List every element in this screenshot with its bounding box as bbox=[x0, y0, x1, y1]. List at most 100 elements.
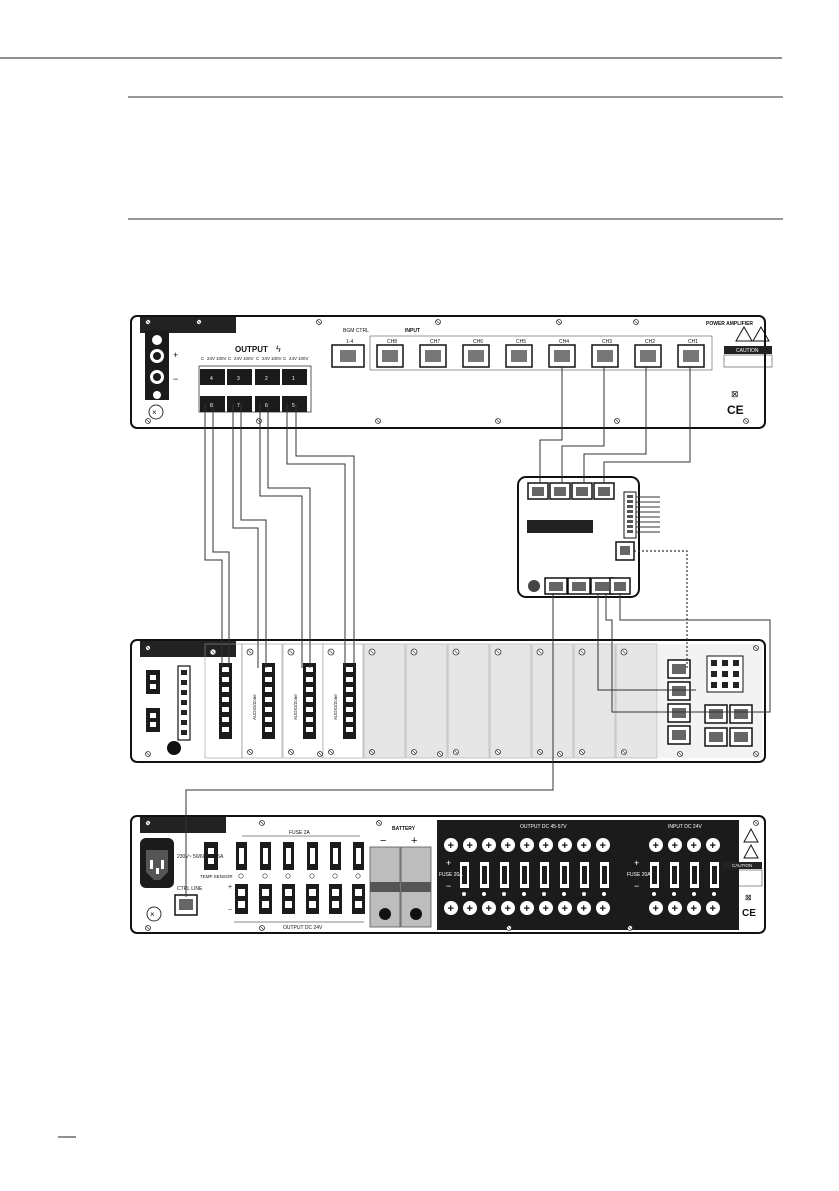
power-supply-unit: 230V~ 50/60Hz 1.6A × TEMP SENSOR CTRL LI… bbox=[130, 815, 766, 934]
volt-label-24: 24V bbox=[234, 356, 242, 361]
svg-text:+: + bbox=[600, 840, 606, 852]
controller-knob-icon bbox=[167, 741, 181, 755]
panel-plus-right: + bbox=[634, 858, 639, 868]
output-terminal-block[interactable] bbox=[282, 369, 307, 385]
svg-text:+: + bbox=[672, 840, 678, 852]
output-terminal-block[interactable] bbox=[255, 369, 280, 385]
svg-text:+: + bbox=[543, 903, 549, 915]
psu-out-minus: − bbox=[228, 907, 232, 914]
cable-out-d2 bbox=[295, 404, 355, 668]
output-terminal[interactable] bbox=[306, 884, 319, 914]
battery-minus: − bbox=[380, 835, 386, 847]
screw-terminal[interactable] bbox=[539, 901, 553, 915]
svg-text:+: + bbox=[524, 903, 530, 915]
blank-slot-cover bbox=[615, 643, 658, 759]
svg-text:+: + bbox=[710, 840, 716, 852]
output-terminal[interactable] bbox=[235, 884, 248, 914]
dotted-control-cable bbox=[634, 550, 688, 668]
volt-label-24: 24V bbox=[207, 356, 215, 361]
screw-terminal[interactable] bbox=[463, 838, 477, 852]
cable-router-ctl-1 bbox=[597, 593, 696, 691]
battery-label: BATTERY bbox=[392, 826, 416, 832]
psu-shock-icon bbox=[743, 843, 759, 859]
svg-text:+: + bbox=[543, 840, 549, 852]
screw-terminal[interactable] bbox=[520, 901, 534, 915]
cable-out-c2 bbox=[267, 404, 311, 668]
input-channel-label: CH6 bbox=[473, 339, 483, 345]
blank-slot-cover bbox=[447, 643, 490, 759]
screw-terminal[interactable] bbox=[649, 901, 663, 915]
screw-terminal[interactable] bbox=[501, 838, 515, 852]
svg-text:+: + bbox=[467, 840, 473, 852]
module-label: AUDIO/Zone bbox=[293, 694, 298, 720]
svg-text:+: + bbox=[524, 840, 530, 852]
screw-terminal[interactable] bbox=[558, 901, 572, 915]
screw-terminal[interactable] bbox=[668, 838, 682, 852]
bgm-label: BGM CTRL bbox=[343, 328, 369, 334]
router-label-bar bbox=[527, 520, 593, 533]
psu-label-bar bbox=[140, 817, 226, 833]
cable-ch4 bbox=[539, 366, 563, 483]
screw-terminal[interactable] bbox=[596, 838, 610, 852]
screw-terminal[interactable] bbox=[687, 901, 701, 915]
screw-terminal[interactable] bbox=[444, 838, 458, 852]
cable-ch1 bbox=[603, 366, 691, 483]
cable-out-a1 bbox=[204, 404, 223, 668]
svg-text:+: + bbox=[467, 903, 473, 915]
screw-terminal[interactable] bbox=[520, 838, 534, 852]
svg-text:+: + bbox=[600, 903, 606, 915]
input-channel-label: CH1 bbox=[688, 339, 698, 345]
svg-text:+: + bbox=[653, 840, 659, 852]
output-terminal-block[interactable] bbox=[200, 369, 225, 385]
screw-terminal[interactable] bbox=[501, 901, 515, 915]
screw-terminal[interactable] bbox=[463, 901, 477, 915]
cable-layer bbox=[185, 366, 771, 897]
output-terminal-block-lower[interactable] bbox=[282, 396, 307, 412]
output-terminal[interactable] bbox=[352, 884, 365, 914]
cable-out-b2 bbox=[240, 404, 267, 668]
amp-minus-sign: − bbox=[173, 374, 178, 384]
output-terminal[interactable] bbox=[259, 884, 272, 914]
svg-text:+: + bbox=[486, 903, 492, 915]
ground-screw-icon bbox=[148, 404, 164, 420]
output-terminal-block[interactable] bbox=[227, 369, 252, 385]
ac-rating-label: 230V~ 50/60Hz 1.6A bbox=[177, 854, 224, 860]
screw-terminal[interactable] bbox=[482, 901, 496, 915]
screw-terminal[interactable] bbox=[539, 838, 553, 852]
screw-terminal[interactable] bbox=[706, 901, 720, 915]
cable-out-a2 bbox=[212, 404, 230, 668]
screw-terminal[interactable] bbox=[558, 838, 572, 852]
output-label: OUTPUT bbox=[235, 345, 268, 354]
output-lower-number: 6 bbox=[265, 403, 268, 409]
input-channel-label: CH8 bbox=[387, 339, 397, 345]
svg-text:+: + bbox=[672, 903, 678, 915]
screw-terminal[interactable] bbox=[577, 901, 591, 915]
svg-text:+: + bbox=[691, 903, 697, 915]
amplifier-label-bar bbox=[140, 317, 236, 333]
cable-router-psu bbox=[185, 593, 554, 897]
amplifier-title: POWER AMPLIFIER bbox=[706, 321, 753, 327]
output-terminal[interactable] bbox=[282, 884, 295, 914]
svg-text:+: + bbox=[581, 840, 587, 852]
svg-text:×: × bbox=[150, 910, 155, 919]
psu-ce-mark: CE bbox=[742, 908, 756, 919]
psu-weee-icon: ⊠ bbox=[745, 893, 752, 902]
svg-text:+: + bbox=[448, 903, 454, 915]
screw-terminal[interactable] bbox=[706, 838, 720, 852]
input-channel-label: CH3 bbox=[602, 339, 612, 345]
screw-terminal[interactable] bbox=[444, 901, 458, 915]
screw-terminal[interactable] bbox=[668, 901, 682, 915]
volt-label-c: C bbox=[283, 356, 287, 361]
screw-terminal[interactable] bbox=[577, 838, 591, 852]
screw-terminal[interactable] bbox=[649, 838, 663, 852]
screw-terminal[interactable] bbox=[482, 838, 496, 852]
module-label: AUDIO/Zone bbox=[333, 694, 338, 720]
screw-terminal[interactable] bbox=[687, 838, 701, 852]
cable-ch3 bbox=[561, 366, 605, 483]
screw-terminal[interactable] bbox=[596, 901, 610, 915]
svg-text:+: + bbox=[653, 903, 659, 915]
output-lower-number: 8 bbox=[210, 403, 213, 409]
psu-ground-screw-icon bbox=[146, 906, 162, 922]
blank-slot-cover bbox=[405, 643, 448, 759]
output-terminal[interactable] bbox=[329, 884, 342, 914]
